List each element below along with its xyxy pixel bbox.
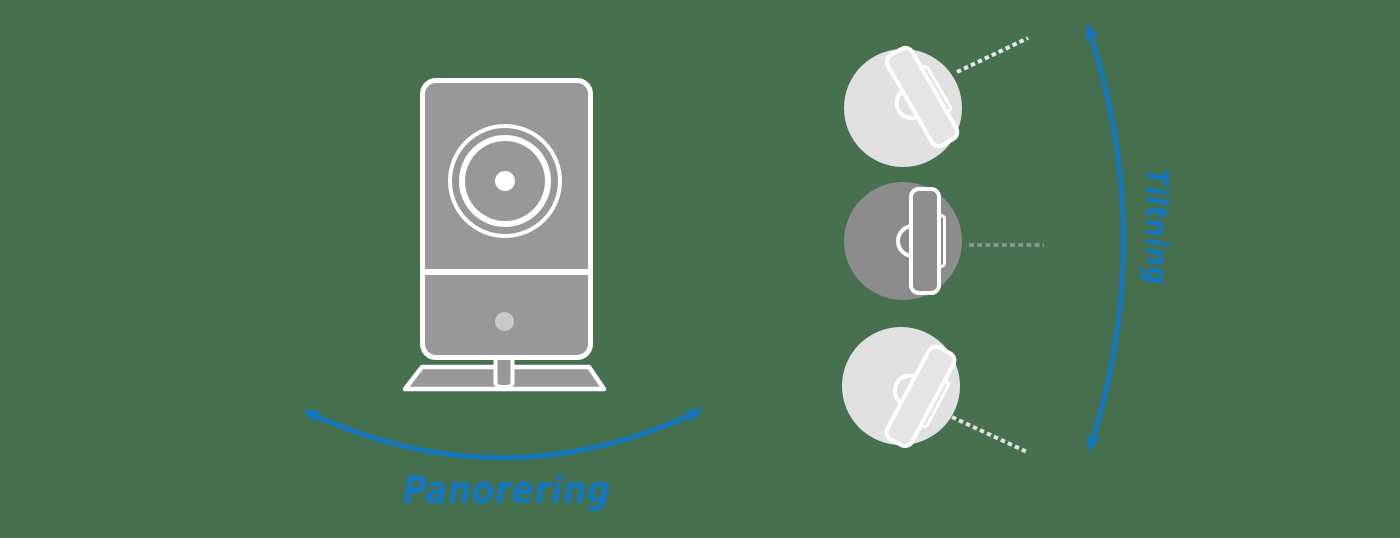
camera-front-view-icon (420, 78, 593, 360)
camera-lens-center-dot (495, 171, 515, 191)
tilt-position-circle-down (842, 327, 960, 452)
camera-side-level-icon (844, 182, 962, 300)
camera-side-body (909, 187, 941, 295)
tilt-position-circle-level (844, 182, 962, 300)
tilt-label: Tiltning (1138, 168, 1174, 286)
tilt-position-circle-up (844, 42, 963, 167)
sight-line-down-icon (951, 415, 1028, 454)
camera-body-divider (420, 269, 593, 275)
sight-line-up-icon (956, 36, 1029, 74)
camera-lens-inner-ring (459, 135, 551, 227)
camera-lens-outer-ring (448, 124, 562, 238)
tilt-arrow-icon (1084, 22, 1126, 453)
pan-label: Panorering (402, 468, 612, 512)
pan-arrow-icon (303, 408, 703, 461)
camera-led-dot (495, 312, 514, 331)
